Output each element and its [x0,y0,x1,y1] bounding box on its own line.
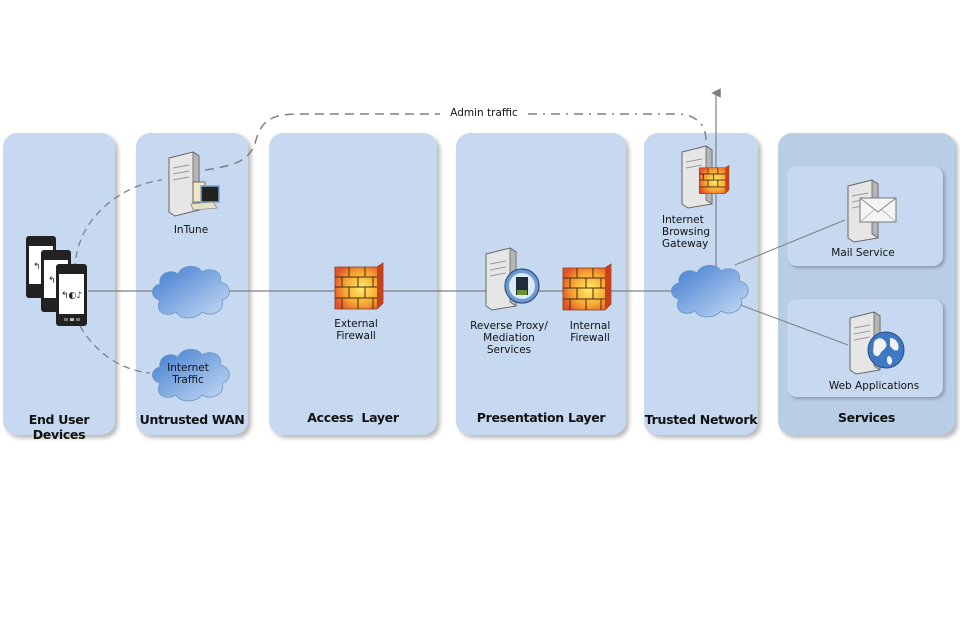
internal-firewall-icon [562,263,612,311]
internet-traffic-label-line1: Internet [167,362,209,374]
web-applications-label: Web Applications [828,380,920,392]
external-firewall-label: External Firewall [320,318,392,342]
link-web-applications [734,302,849,346]
browsing-gateway-server-icon [681,145,730,209]
external-firewall-icon [334,262,384,310]
browsing-gateway-label-line2: Browsing [662,226,711,238]
internal-firewall-label: Internal Firewall [556,320,624,344]
mail-server-icon [847,179,897,243]
device-intune-link [74,179,163,271]
reverse-proxy-label-line1: Reverse Proxy/ [470,320,548,332]
browsing-gateway-label-line3: Gateway [662,238,709,250]
svg-text:↰◐♪: ↰◐♪ [61,291,82,301]
zone-title: End User Devices [28,412,90,442]
admin-traffic-path-right [528,113,707,141]
internet-traffic-label: Internet Traffic [156,362,220,386]
admin-traffic-path [189,113,440,173]
reverse-proxy-label: Reverse Proxy/ Mediation Services [462,320,556,356]
device-internet-link [79,325,151,374]
svg-text:↰◐: ↰◐ [48,276,64,286]
internal-firewall-label-line2: Firewall [570,332,610,344]
intune-server-icon [168,151,220,217]
reverse-proxy-server-icon [485,247,540,311]
wan-cloud-icon [152,265,230,319]
mail-service-label: Mail Service [831,247,895,259]
link-mail-service [734,219,846,266]
zone-title: Trusted Network [644,412,758,427]
browsing-gateway-label: Internet Browsing Gateway [650,214,732,250]
zone-title: Untrusted WAN [139,412,245,427]
svg-text:↰◐: ↰◐ [33,262,49,272]
zone-title: Services [837,410,895,425]
external-firewall-label-line2: Firewall [336,330,376,342]
browsing-gateway-label-line1: Internet [662,214,704,226]
admin-traffic-label: Admin traffic [442,107,526,119]
intune-label: InTune [173,224,209,236]
internal-firewall-label-line1: Internal [569,320,611,332]
zone-title: Presentation Layer [476,410,606,425]
reverse-proxy-label-line2: Mediation [483,332,535,344]
web-server-icon [849,311,905,375]
external-firewall-label-line1: External [334,318,378,330]
zone-title: Access Layer [307,410,399,425]
reverse-proxy-label-line3: Services [486,344,532,356]
trusted-network-cloud-icon [671,264,749,318]
mobile-devices-icon: ↰◐ ↰◐ ↰◐♪ [26,236,87,326]
internet-traffic-cloud-icon [152,348,230,402]
internet-traffic-label-line2: Traffic [172,374,204,386]
